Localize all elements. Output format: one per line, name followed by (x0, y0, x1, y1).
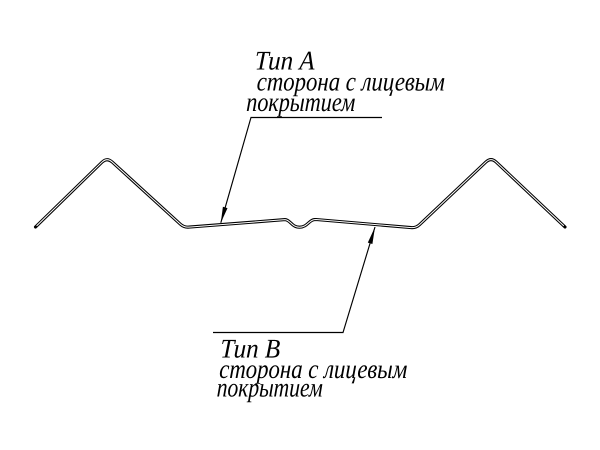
svg-text:сторона с лицевым: сторона с лицевым (219, 354, 408, 384)
svg-text:Тип А: Тип А (254, 46, 316, 76)
svg-text:Тип В: Тип В (220, 334, 281, 364)
svg-text:покрытием: покрытием (246, 87, 356, 117)
svg-text:покрытием: покрытием (216, 372, 323, 402)
svg-text:сторона с лицевым: сторона с лицевым (256, 66, 445, 96)
